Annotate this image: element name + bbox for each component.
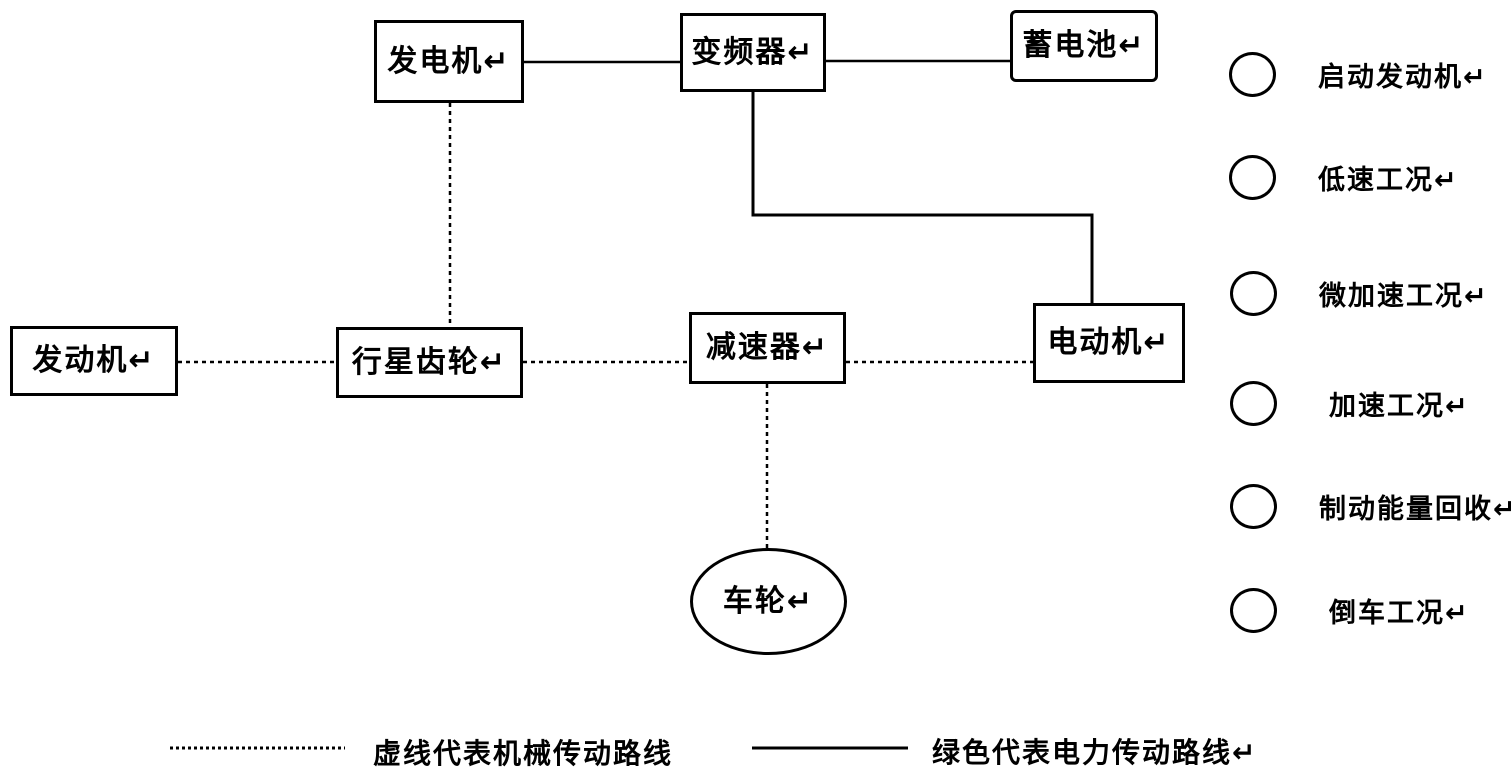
- node-label: 车轮↵: [722, 583, 815, 619]
- edge-inverter-motor: [751, 92, 1094, 303]
- legend-item-label: 低速工况↵: [1318, 165, 1459, 196]
- legend-item-label: 制动能量回收↵: [1319, 494, 1511, 525]
- legend-item-label: 加速工况↵: [1329, 391, 1470, 422]
- node-label: 电动机↵: [1047, 325, 1171, 360]
- node-label: 减速器↵: [705, 330, 830, 365]
- node-wheel: 车轮↵: [690, 548, 847, 655]
- mode-circle-icon: [1230, 588, 1277, 633]
- legend-item-reverse: 倒车工况↵: [1230, 588, 1470, 633]
- legend-item-label: 倒车工况↵: [1329, 598, 1470, 629]
- node-engine: 发动机↵: [10, 326, 178, 396]
- node-generator: 发电机↵: [374, 20, 524, 103]
- mode-circle-icon: [1230, 381, 1277, 426]
- mode-circle-icon: [1229, 52, 1276, 97]
- legend-item-label: 微加速工况↵: [1319, 281, 1489, 312]
- mode-circle-icon: [1230, 271, 1277, 316]
- legend-item-start-engine: 启动发动机↵: [1229, 52, 1488, 97]
- legend-item-low-speed: 低速工况↵: [1229, 155, 1459, 200]
- node-motor: 电动机↵: [1033, 303, 1185, 383]
- legend-item-brake-energy-recovery: 制动能量回收↵: [1230, 484, 1511, 529]
- legend-item-acceleration: 加速工况↵: [1230, 381, 1470, 426]
- node-label: 行星齿轮↵: [351, 344, 508, 380]
- legend-item-label: 启动发动机↵: [1318, 62, 1488, 93]
- mode-circle-icon: [1230, 484, 1277, 529]
- node-label: 蓄电池↵: [1022, 28, 1146, 63]
- node-reducer: 减速器↵: [689, 312, 846, 384]
- node-battery: 蓄电池↵: [1010, 10, 1158, 82]
- legend-item-slight-acceleration: 微加速工况↵: [1230, 271, 1489, 316]
- solid-line-legend-label: 绿色代表电力传动路线↵: [932, 736, 1258, 769]
- node-inverter: 变频器↵: [680, 13, 826, 92]
- node-label: 变频器↵: [691, 34, 815, 70]
- node-label: 发动机↵: [32, 343, 156, 378]
- node-planetary-gear: 行星齿轮↵: [336, 327, 523, 398]
- dashed-line-legend-label: 虚线代表机械传动路线: [373, 737, 674, 770]
- mode-circle-icon: [1229, 155, 1276, 200]
- node-label: 发电机↵: [387, 43, 511, 79]
